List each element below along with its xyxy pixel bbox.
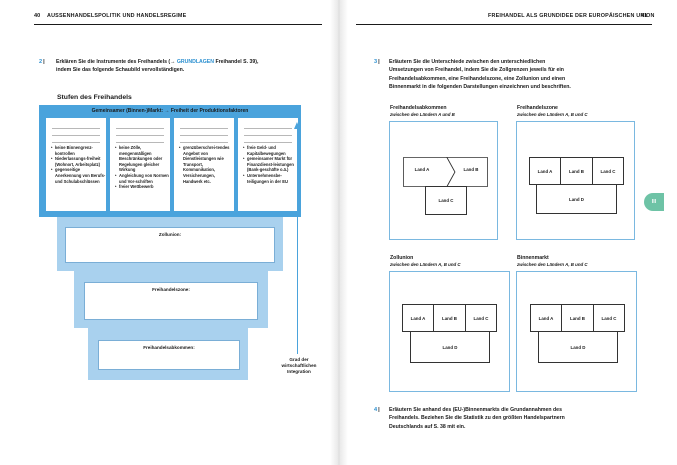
arrow-icon: → [170, 59, 176, 65]
card-item: gemeinsamer Markt für Finanzdienst-leist… [243, 156, 298, 173]
freihandelsabkommen-field[interactable]: Freihandelsabkommen: [98, 340, 240, 370]
right-page-number: 41 [641, 13, 648, 19]
land-a: Land A [529, 157, 561, 185]
diagram-1-title: Freihandelsabkommen [390, 105, 447, 111]
diagram-4-subtitle: zwischen den Ländern A, B und C [517, 262, 588, 267]
freedom-card-services: grenzüberschrei-tendes Angebot von Diens… [174, 118, 234, 211]
land-b: Land B [560, 157, 593, 185]
right-header-rule [356, 24, 652, 25]
freedom-card-goods: keine Zölle, mengenmäßigen Beschränkunge… [110, 118, 170, 211]
card-item: gegenseitige Anerkennung von Berufs- und… [51, 167, 106, 184]
integration-label: Grad der wirtschaftlichen Integration [281, 357, 317, 375]
land-label: Land A [414, 167, 430, 172]
right-running-title: FREIHANDEL ALS GRUNDIDEE DER EUROPÄISCHE… [488, 13, 655, 19]
card-item: freie Geld- und Kapitalbewegungen [243, 145, 298, 156]
land-c: Land C [465, 304, 497, 332]
binnenmarkt-heading: Gemeinsamer (Binnen-)Markt: → Freiheit d… [91, 108, 249, 114]
card-item: freier Wettbewerb [115, 184, 170, 190]
freedom-card-capital: freie Geld- und Kapitalbewegungen gemein… [238, 118, 298, 211]
task-2-text: Erklären Sie die Instrumente des Freihan… [56, 59, 259, 74]
diagram-3-frame[interactable]: Land A Land B Land C Land D [389, 271, 510, 392]
land-b: Land B [561, 304, 594, 332]
land-d: Land D [410, 331, 490, 363]
left-header-rule [34, 24, 322, 25]
land-a: Land A [530, 304, 562, 332]
stair-freihandelsabkommen: Freihandelsabkommen: [88, 328, 248, 380]
stufen-title: Stufen des Freihandels [57, 94, 132, 101]
card-item: keine Zölle, mengenmäßigen Beschränkunge… [115, 145, 170, 173]
book-gutter [330, 0, 348, 465]
task-3-number: 3| [374, 59, 380, 65]
card-item: grenzüberschrei-tendes Angebot von Diens… [179, 145, 234, 184]
land-d: Land D [538, 331, 618, 363]
freihandelszone-label: Freihandelszone: [152, 287, 190, 292]
freedom-card-persons: keine Binnengrenz-kontrollen Niederlassu… [46, 118, 106, 211]
zollunion-field[interactable]: Zollunion: [65, 227, 275, 263]
diagram-2-frame[interactable]: Land A Land B Land C Land D [516, 121, 635, 240]
diagram-2-subtitle: zwischen den Ländern A, B und C [517, 112, 588, 117]
diagram-4-title: Binnenmarkt [517, 255, 549, 261]
arrow-up-icon [294, 122, 300, 129]
land-a: Land A [402, 304, 434, 332]
land-c: Land C [425, 186, 467, 215]
zollunion-label: Zollunion: [158, 232, 182, 237]
freihandelsabkommen-label: Freihandelsabkommen: [143, 345, 195, 350]
card-item: keine Binnengrenz-kontrollen [51, 145, 106, 156]
diagram-4-frame[interactable]: Land A Land B Land C Land D [516, 271, 637, 392]
task-4-text: Erläutern Sie anhand des (EU-)Binnenmark… [389, 407, 565, 430]
land-d: Land D [536, 184, 617, 214]
diagram-1-subtitle: zwischen den Ländern A und B [390, 112, 455, 117]
land-b: Land B [433, 304, 466, 332]
diagram-1-frame[interactable]: Land A Land B Land C [389, 121, 498, 240]
card-item: Niederlassungs-freiheit (Wohnort, Arbeit… [51, 156, 106, 167]
stair-zollunion: Zollunion: [57, 217, 283, 271]
grundlagen-link[interactable]: GRUNDLAGEN [176, 59, 214, 65]
diagram-3-title: Zollunion [390, 255, 414, 261]
land-a-b-shape [403, 157, 488, 187]
stair-freihandelszone: Freihandelszone: [74, 270, 268, 328]
freihandelszone-field[interactable]: Freihandelszone: [84, 282, 258, 320]
integration-arrow [297, 128, 298, 354]
card-item: Unternehmensbe-teiligungen in der EU [243, 173, 298, 184]
land-c: Land C [593, 304, 625, 332]
land-label: Land B [463, 167, 479, 172]
task-3-text: Erläutern Sie die Unterschiede zwischen … [389, 59, 571, 91]
chapter-tab[interactable]: III [644, 193, 664, 211]
card-item: Angleichung von Normen und Vor-schriften [115, 173, 170, 184]
task-2-number: 2| [39, 59, 45, 65]
land-c: Land C [592, 157, 624, 185]
left-page-number: 40 [34, 13, 41, 19]
diagram-3-subtitle: zwischen den Ländern A, B und C [390, 262, 461, 267]
task-4-number: 4| [374, 407, 380, 413]
diagram-2-title: Freihandelszone [517, 105, 558, 111]
left-running-title: AUSSENHANDELSPOLITIK UND HANDELSREGIME [47, 13, 187, 19]
